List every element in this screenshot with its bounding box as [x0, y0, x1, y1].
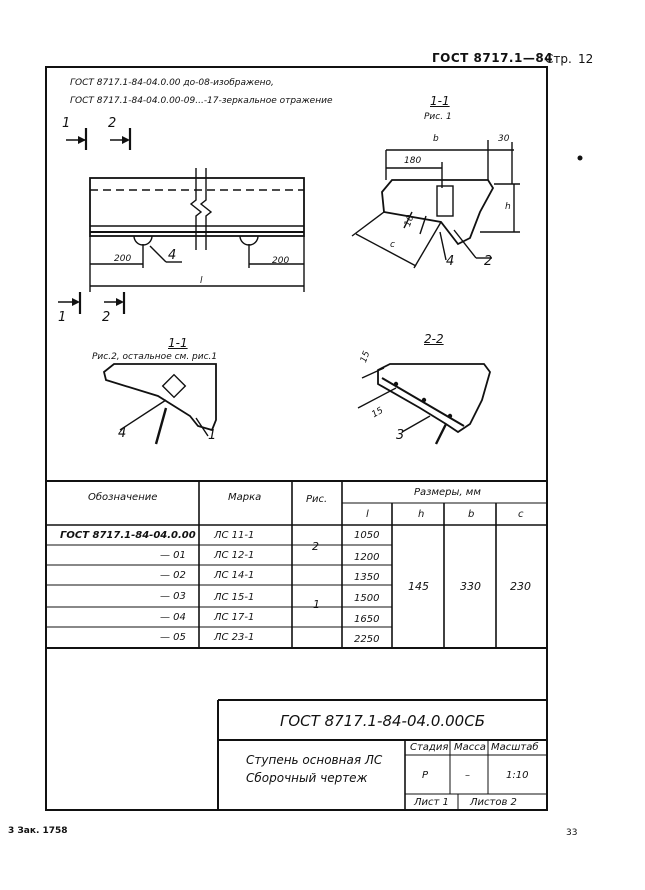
stamp-mass-value: – [465, 770, 470, 781]
dim-180: 180 [404, 156, 422, 166]
row-3-l: 1350 [354, 572, 380, 583]
dim-c: c [390, 240, 395, 250]
dim-200-left: 200 [114, 254, 132, 264]
section-2-2-profile [377, 363, 491, 434]
weld-point-2 [421, 397, 427, 403]
stamp-mass-label: Масса [454, 742, 486, 753]
col-header-b: b [468, 509, 475, 520]
drawing-area [58, 128, 583, 445]
stamp-code: ГОСТ 8717.1-84-04.0.00СБ [280, 712, 485, 730]
stamp-sheet: Лист 1 [414, 797, 449, 808]
row-3-mark: ЛС 14-1 [214, 570, 255, 581]
stamp-stage-value: Р [422, 770, 429, 781]
footer-order: 3 Зак. 1758 [8, 826, 68, 836]
section-1-1-hole [436, 185, 454, 217]
row-2-l: 1200 [354, 552, 380, 563]
section-marker-2-top: 2 [108, 116, 117, 131]
footer-page-number: 33 [566, 828, 578, 838]
col-header-mark: Марка [228, 492, 262, 503]
section-2-2-title: 2-2 [424, 332, 444, 346]
row-1-l: 1050 [354, 530, 380, 541]
callout-4-section: 4 [446, 254, 455, 269]
col-header-sizes: Размеры, мм [414, 487, 481, 498]
weld-point-3 [447, 413, 453, 419]
row-5-designation: — 04 [160, 612, 186, 623]
drawing-frame [45, 66, 548, 811]
row-1-designation: ГОСТ 8717.1-84-04.0.00 [60, 530, 196, 541]
section-marker-2-bottom: 2 [102, 310, 111, 325]
page-label: Стр. [545, 52, 572, 66]
row-4-l: 1500 [354, 593, 380, 604]
row-6-designation: — 05 [160, 632, 186, 643]
standard-number: ГОСТ 8717.1—84 [432, 51, 554, 65]
row-4-mark: ЛС 15-1 [214, 592, 255, 603]
section-marker-1-bottom: 1 [58, 310, 67, 325]
section-marker-1-top: 1 [62, 116, 71, 131]
note-line-1: ГОСТ 8717.1-84-04.0.00 до-08-изображено, [70, 78, 274, 88]
value-h: 145 [408, 580, 429, 593]
callout-4-fig2: 4 [118, 426, 127, 441]
dim-h: h [505, 202, 511, 212]
callout-4-elevation: 4 [168, 248, 177, 263]
dim-200-right: 200 [272, 256, 290, 266]
fig-group-1: 2 [312, 540, 319, 553]
section-1-1-title: 1-1 [430, 94, 450, 108]
col-header-fig: Рис. [306, 494, 328, 505]
dim-b: b [433, 134, 439, 144]
note-line-2: ГОСТ 8717.1-84-04.0.00-09...-17-зеркальн… [70, 96, 333, 106]
stamp-title-2: Сборочный чертеж [246, 771, 368, 785]
fig2-caption: Рис.2, остальное см. рис.1 [92, 352, 218, 362]
col-header-designation: Обозначение [88, 492, 158, 503]
col-header-l: l [366, 509, 369, 520]
fig2-hole [161, 373, 187, 399]
row-6-l: 2250 [354, 634, 380, 645]
dim-l: l [200, 276, 203, 286]
callout-1-fig2: 1 [208, 428, 217, 443]
col-header-c: c [518, 509, 524, 520]
row-5-l: 1650 [354, 614, 380, 625]
stamp-scale-value: 1:10 [506, 770, 529, 781]
section-1-1-profile [381, 179, 495, 246]
row-2-designation: — 01 [160, 550, 186, 561]
row-6-mark: ЛС 23-1 [214, 632, 255, 643]
weld-point-1 [393, 381, 399, 387]
section-1-1-fig2-title: 1-1 [168, 336, 188, 350]
dim-30: 30 [498, 134, 510, 144]
fig-group-2: 1 [313, 598, 320, 611]
page-number: 12 [578, 52, 594, 66]
row-1-mark: ЛС 11-1 [214, 530, 255, 541]
row-3-designation: — 02 [160, 570, 186, 581]
value-b: 330 [460, 580, 481, 593]
stamp-scale-label: Масштаб [491, 742, 539, 753]
fig1-caption: Рис. 1 [424, 112, 452, 122]
col-header-h: h [418, 509, 425, 520]
value-c: 230 [510, 580, 531, 593]
row-4-designation: — 03 [160, 591, 186, 602]
fig2-profile [102, 363, 217, 432]
step-elevation [89, 177, 305, 237]
stamp-sheets: Листов 2 [470, 797, 517, 808]
row-5-mark: ЛС 17-1 [214, 612, 255, 623]
callout-2-section: 2 [484, 254, 493, 269]
callout-3: 3 [396, 428, 405, 443]
stamp-stage-label: Стадия [410, 742, 449, 753]
stamp-title-1: Ступень основная ЛС [246, 753, 383, 767]
row-2-mark: ЛС 12-1 [214, 550, 255, 561]
